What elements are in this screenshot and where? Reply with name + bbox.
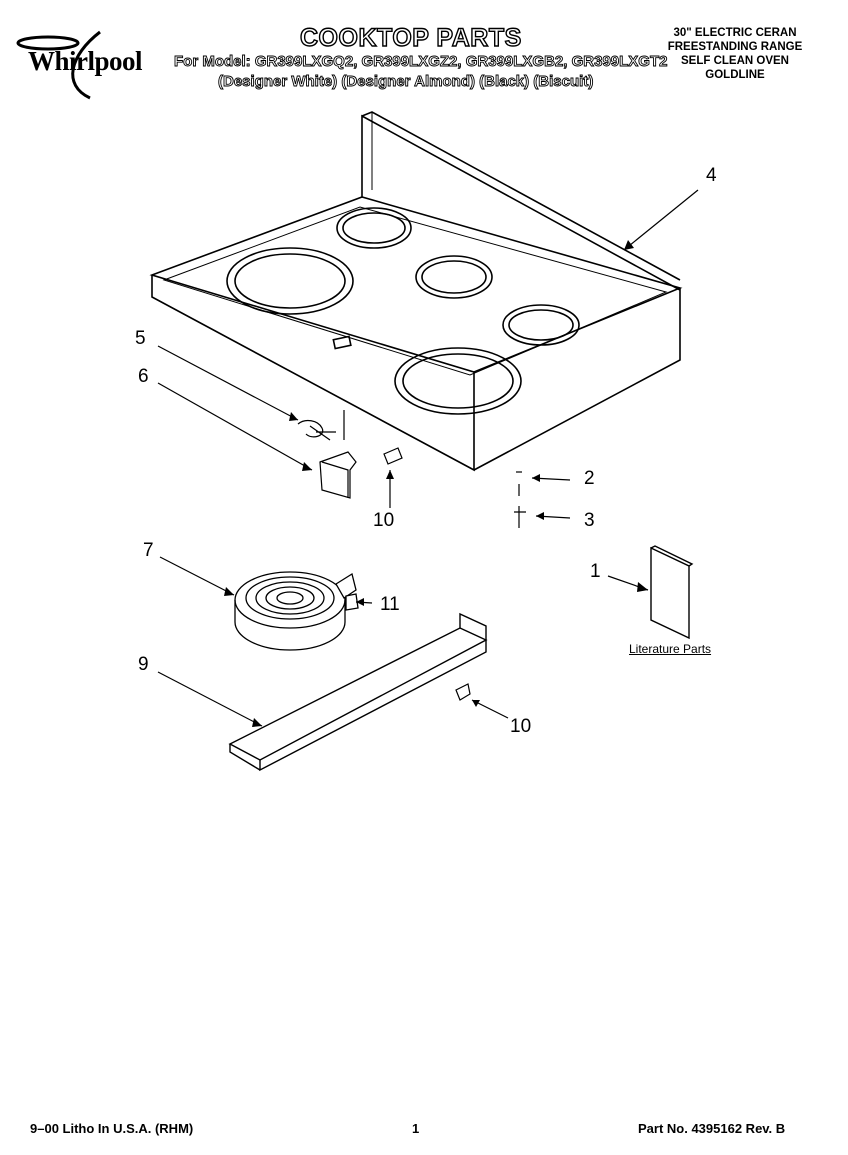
callout-1: 1	[590, 561, 601, 582]
callout-7: 7	[143, 540, 154, 561]
arrowheads	[224, 240, 648, 727]
product-line-2: FREESTANDING RANGE	[667, 41, 803, 53]
footer-part-number: Part No. 4395162 Rev. B	[638, 1121, 786, 1136]
product-line-3: SELF CLEAN OVEN	[681, 55, 789, 67]
callout-9: 9	[138, 654, 149, 675]
radiant-element	[234, 571, 359, 651]
product-line-1: 30" ELECTRIC CERAN	[673, 27, 797, 39]
footer-litho: 9–00 Litho In U.S.A. (RHM)	[30, 1121, 194, 1136]
brand-name: Whirlpool	[28, 46, 143, 76]
support-bracket	[228, 612, 488, 772]
callout-2: 2	[584, 468, 595, 489]
callout-5: 5	[135, 328, 146, 349]
callout-4: 4	[706, 165, 717, 186]
literature-label: Literature Parts	[629, 642, 712, 656]
footer-page-number: 1	[412, 1121, 420, 1136]
harness-and-bracket	[297, 410, 403, 499]
cooktop	[149, 111, 683, 472]
page-title: COOKTOP PARTS	[299, 23, 522, 52]
screws	[455, 471, 526, 701]
callout-6: 6	[138, 366, 149, 387]
literature-booklet	[650, 545, 694, 640]
whirlpool-logo	[16, 30, 101, 100]
callout-3: 3	[584, 510, 595, 531]
product-line-4: GOLDLINE	[705, 69, 765, 81]
color-list: (Designer White) (Designer Almond) (Blac…	[218, 73, 594, 91]
callout-10-top: 10	[373, 510, 395, 531]
callout-10-bottom: 10	[510, 716, 532, 737]
callout-11: 11	[380, 594, 400, 615]
model-list: For Model: GR399LXGQ2, GR399LXGZ2, GR399…	[174, 53, 668, 71]
